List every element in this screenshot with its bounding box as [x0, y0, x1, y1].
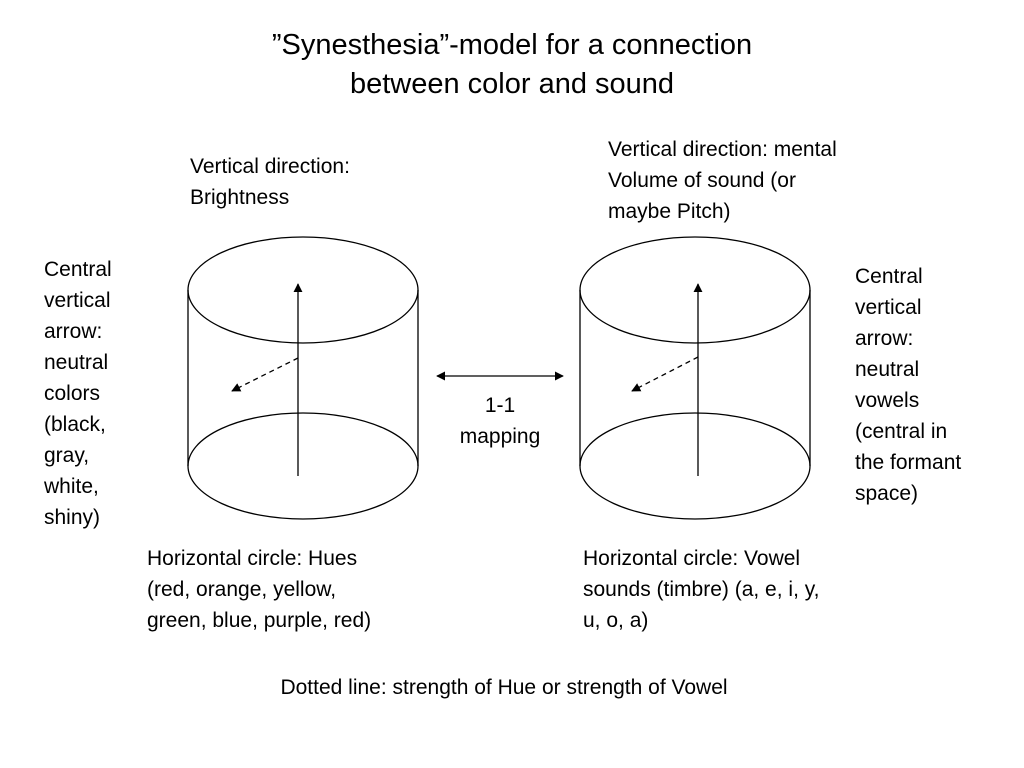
label-line: Vertical direction: mental — [608, 138, 837, 161]
right-side-label: Central vertical arrow: neutral vowels (… — [855, 261, 961, 509]
label-line: Brightness — [190, 186, 290, 209]
right-cylinder-bottom-circle — [579, 412, 811, 520]
right-dotted-arrow — [631, 356, 699, 392]
right-cylinder — [579, 236, 811, 520]
mapping-label: 1-1 mapping — [440, 390, 560, 452]
label-line: sounds (timbre) (a, e, i, y, — [583, 578, 820, 601]
label-line: Central — [855, 265, 923, 288]
label-line: Central — [44, 258, 112, 281]
label-line: Horizontal circle: Hues — [147, 547, 358, 570]
left-bottom-label: Horizontal circle: Hues (red, orange, ye… — [147, 543, 371, 636]
label-line: vertical — [44, 289, 111, 312]
label-line: maybe Pitch) — [608, 200, 731, 223]
left-cylinder-bottom-circle — [187, 412, 419, 520]
label-line: arrow: — [44, 320, 103, 343]
label-line: neutral — [855, 358, 920, 381]
left-dotted-arrow — [231, 357, 299, 392]
label-line: u, o, a) — [583, 609, 649, 632]
label-line: 1-1 — [484, 394, 516, 417]
label-line: the formant — [855, 451, 962, 474]
right-top-label: Vertical direction: mental Volume of sou… — [608, 134, 837, 227]
left-cylinder — [187, 236, 419, 520]
label-line: colors — [44, 382, 101, 405]
right-bottom-label: Horizontal circle: Vowel sounds (timbre)… — [583, 543, 820, 636]
label-line: vowels — [855, 389, 920, 412]
label-line: Volume of sound (or — [608, 169, 796, 192]
label-line: shiny) — [44, 506, 101, 529]
label-line: arrow: — [855, 327, 914, 350]
label-line: vertical — [855, 296, 922, 319]
left-side-label: Central vertical arrow: neutral colors (… — [44, 254, 112, 533]
label-line: green, blue, purple, red) — [147, 609, 372, 632]
label-line: (central in — [855, 420, 948, 443]
left-top-label: Vertical direction: Brightness — [190, 151, 350, 213]
label-line: gray, — [44, 444, 90, 467]
label-line: space) — [855, 482, 919, 505]
left-cylinder-top-circle — [187, 236, 419, 344]
page-title: ”Synesthesia”-model for a connection bet… — [0, 26, 1024, 104]
label-line: neutral — [44, 351, 109, 374]
label-line: white, — [44, 475, 99, 498]
label-line: (red, orange, yellow, — [147, 578, 337, 601]
label-line: mapping — [459, 425, 541, 448]
label-line: (black, — [44, 413, 106, 436]
title-line-2: between color and sound — [349, 68, 675, 100]
label-line: Vertical direction: — [190, 155, 350, 178]
right-cylinder-top-circle — [579, 236, 811, 344]
footer-note: Dotted line: strength of Hue or strength… — [280, 676, 728, 699]
label-line: Horizontal circle: Vowel — [583, 547, 801, 570]
title-line-1: ”Synesthesia”-model for a connection — [271, 29, 753, 61]
